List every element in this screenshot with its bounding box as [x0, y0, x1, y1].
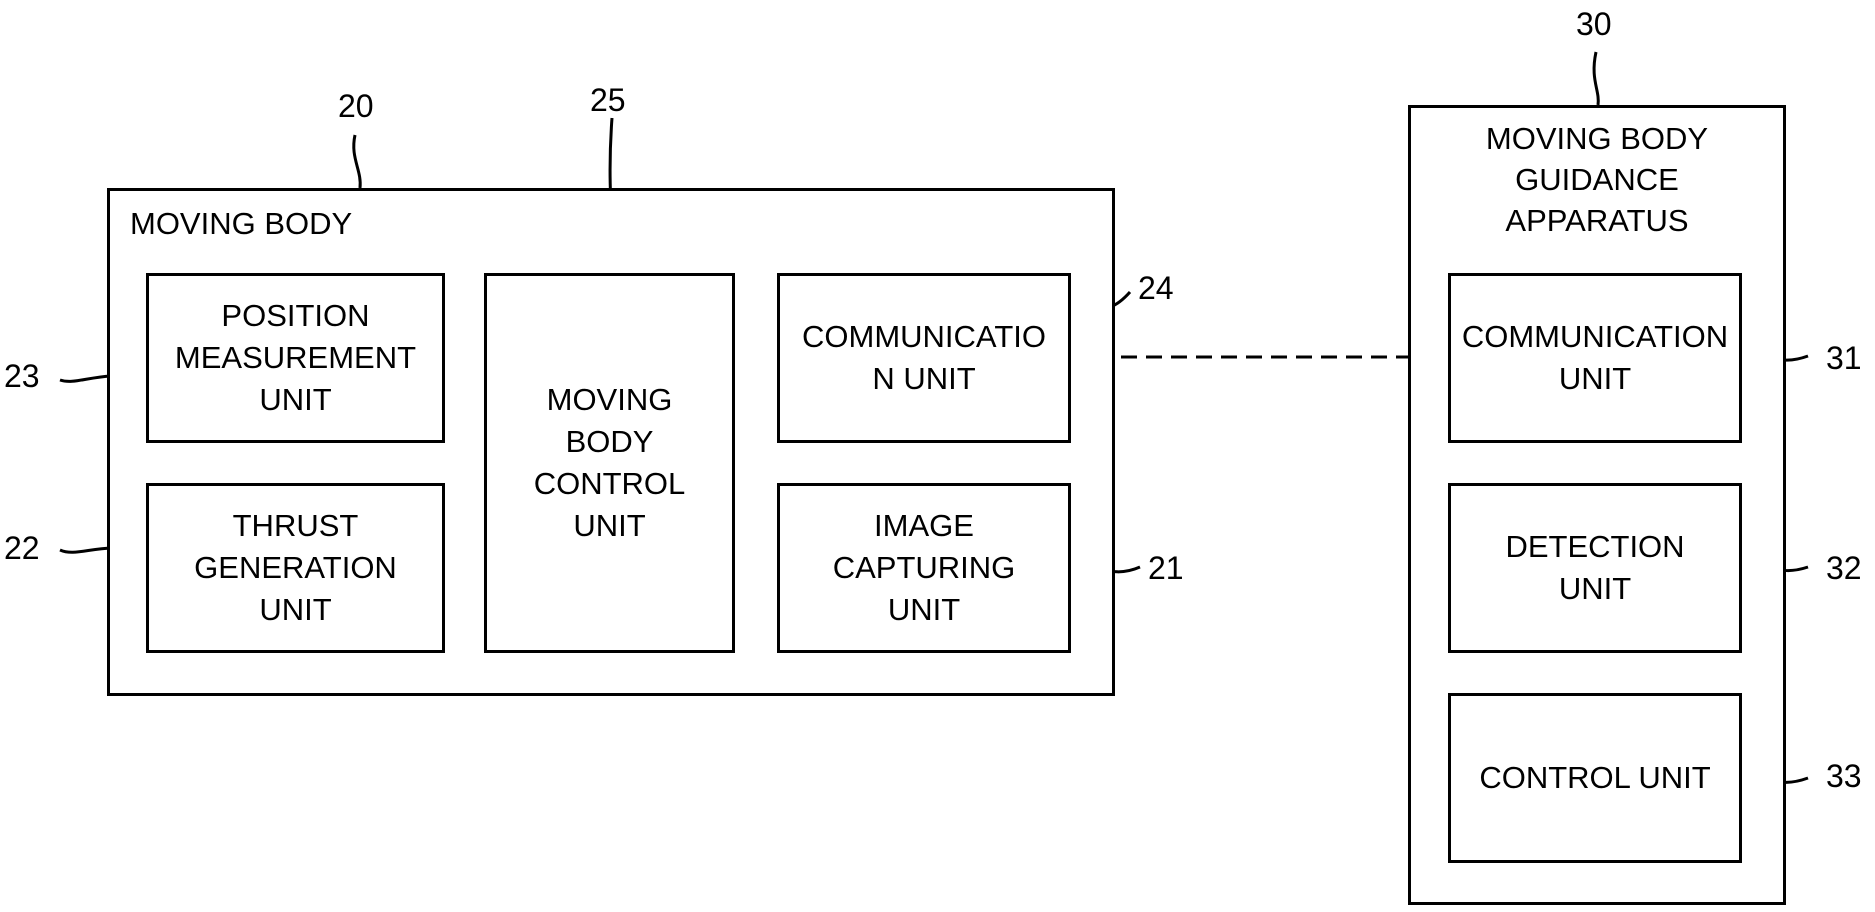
leader-30 [1594, 52, 1598, 105]
detection-unit-label: DETECTION UNIT [1448, 483, 1742, 653]
ref-31: 31 [1826, 340, 1862, 376]
ref-23: 23 [4, 358, 40, 394]
ref-25: 25 [590, 82, 626, 118]
ref-30: 30 [1576, 6, 1612, 42]
guidance-apparatus-title: MOVING BODY GUIDANCE APPARATUS [1408, 118, 1786, 241]
ref-21: 21 [1148, 550, 1184, 586]
ref-24: 24 [1138, 270, 1174, 306]
ref-32: 32 [1826, 550, 1862, 586]
moving-body-title: MOVING BODY [130, 206, 352, 242]
position-measurement-unit-label: POSITION MEASUREMENT UNIT [146, 273, 445, 443]
moving-body-communication-unit-label: COMMUNICATIO N UNIT [777, 273, 1071, 443]
ref-33: 33 [1826, 758, 1862, 794]
guidance-communication-unit-label: COMMUNICATION UNIT [1448, 273, 1742, 443]
image-capturing-unit-label: IMAGE CAPTURING UNIT [777, 483, 1071, 653]
control-unit-label: CONTROL UNIT [1448, 693, 1742, 863]
moving-body-control-unit-label: MOVING BODY CONTROL UNIT [484, 273, 735, 653]
thrust-generation-unit-label: THRUST GENERATION UNIT [146, 483, 445, 653]
ref-22: 22 [4, 530, 40, 566]
ref-20: 20 [338, 88, 374, 124]
leader-20 [354, 135, 360, 188]
